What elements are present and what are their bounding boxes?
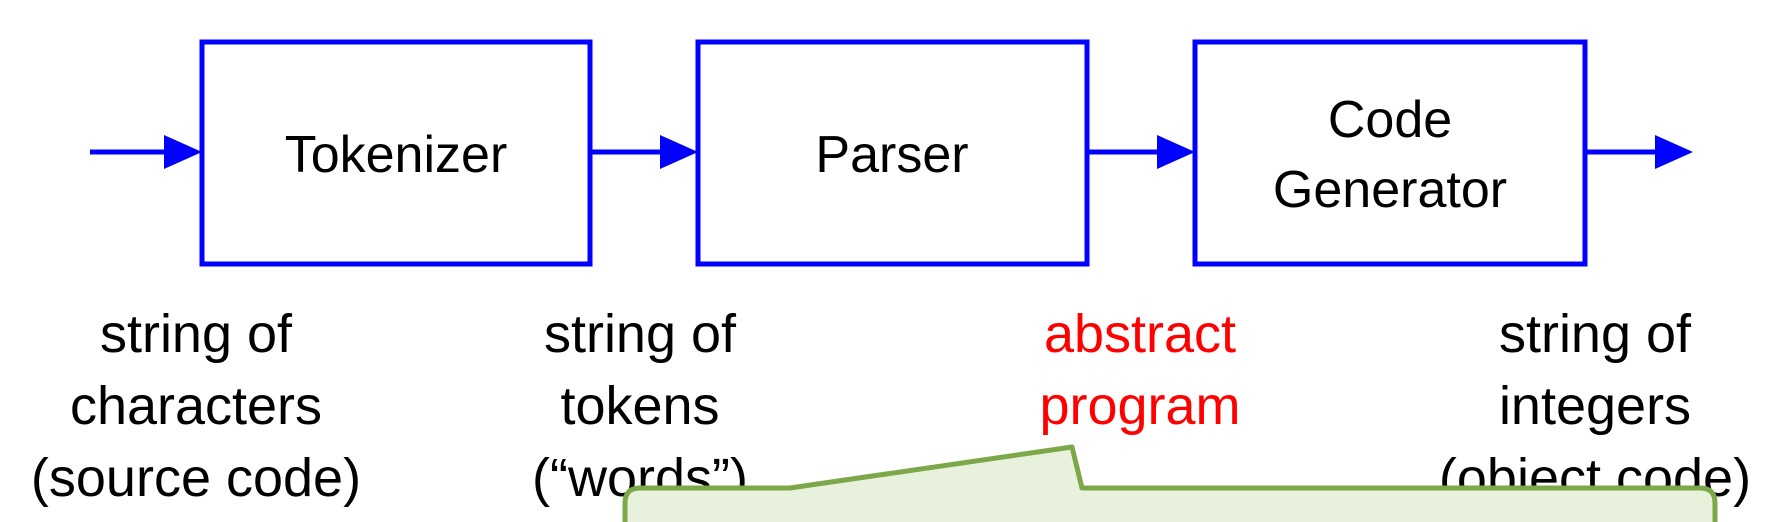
caption-object-code-line1: string of	[1499, 304, 1692, 364]
stage-parser: Parser	[695, 39, 1090, 267]
stage-parser-label: Parser	[815, 126, 968, 184]
caption-source-code: string of characters (source code)	[31, 304, 361, 508]
callout-bubble	[622, 444, 1718, 522]
arrow-input	[90, 135, 202, 169]
caption-abstract-program-line2: program	[1039, 376, 1240, 436]
arrow-parser-to-codegen	[1087, 135, 1195, 169]
arrow-tokenizer-to-parser	[590, 135, 698, 169]
caption-object-code: string of integers (object code)	[1439, 304, 1751, 508]
stage-code-generator: Code Generator	[1192, 39, 1588, 267]
stage-code-generator-label-line1: Code	[1328, 91, 1452, 149]
arrow-output	[1585, 135, 1693, 169]
caption-object-code-line2: integers	[1499, 376, 1691, 436]
caption-source-code-line1: string of	[100, 304, 293, 364]
caption-source-code-line2: characters	[70, 376, 322, 436]
caption-source-code-line3: (source code)	[31, 448, 361, 508]
stage-tokenizer-label: Tokenizer	[285, 126, 508, 184]
caption-tokens-line1: string of	[544, 304, 737, 364]
stage-tokenizer: Tokenizer	[199, 39, 593, 267]
caption-abstract-program-line1: abstract	[1044, 304, 1236, 364]
caption-tokens-line2: tokens	[560, 376, 719, 436]
caption-tokens: string of tokens (“words”)	[532, 304, 748, 508]
caption-abstract-program: abstract program	[1039, 304, 1240, 436]
stage-code-generator-label-line2: Generator	[1273, 161, 1507, 219]
